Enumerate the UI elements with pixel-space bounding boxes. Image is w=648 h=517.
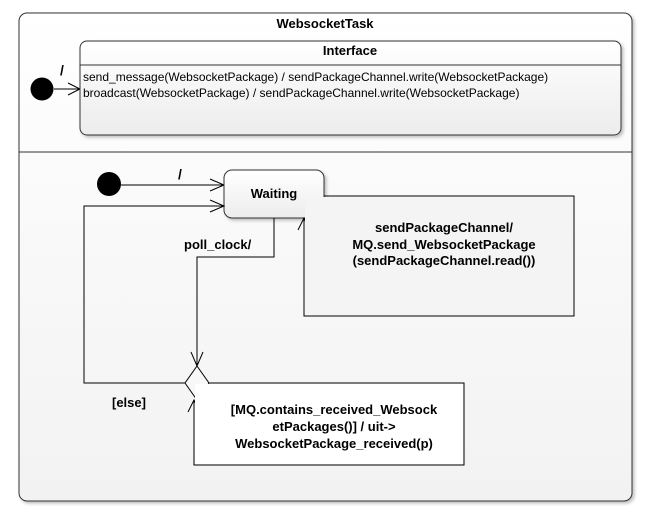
main-region: / Waiting sendPackageChannel/ MQ.send_We… <box>83 166 575 466</box>
interface-region: / Interface send_message(WebsocketPackag… <box>30 40 622 136</box>
else-transition <box>83 205 224 384</box>
state-waiting: Waiting <box>223 169 325 219</box>
arrowhead-icon <box>209 199 226 213</box>
guard-label-line-2: etPackages()] / uit-> <box>272 419 396 434</box>
state-interface: Interface send_message(WebsocketPackage)… <box>79 40 622 136</box>
guard-label-box <box>195 384 463 464</box>
self-loop-label-box <box>305 197 573 315</box>
self-loop-transition <box>303 195 575 317</box>
state-interface-title: Interface <box>323 43 377 58</box>
guard-label-line-1: [MQ.contains_received_Websock <box>231 402 438 417</box>
interface-transition-broadcast: broadcast(WebsocketPackage) / sendPackag… <box>83 86 519 100</box>
guard-label-line-3: WebsocketPackage_received(p) <box>235 436 433 451</box>
poll-clock-transition <box>196 218 275 366</box>
self-loop-label-line-1: sendPackageChannel/ <box>375 220 513 235</box>
interface-initial-label: / <box>60 62 64 78</box>
guarded-transition <box>193 382 465 466</box>
self-loop-label-line-3: (sendPackageChannel.read()) <box>353 253 536 268</box>
self-loop-label-line-2: MQ.send_WebsocketPackage <box>352 237 535 252</box>
poll-clock-label: poll_clock/ <box>184 237 252 252</box>
interface-transition-send-message: send_message(WebsocketPackage) / sendPac… <box>83 70 548 84</box>
interface-initial-node <box>30 77 54 101</box>
state-waiting-label: Waiting <box>251 186 298 201</box>
main-initial-node <box>97 172 121 196</box>
main-initial-label: / <box>178 166 182 182</box>
composite-state-title: WebsocketTask <box>276 16 374 31</box>
else-label: [else] <box>112 395 146 410</box>
